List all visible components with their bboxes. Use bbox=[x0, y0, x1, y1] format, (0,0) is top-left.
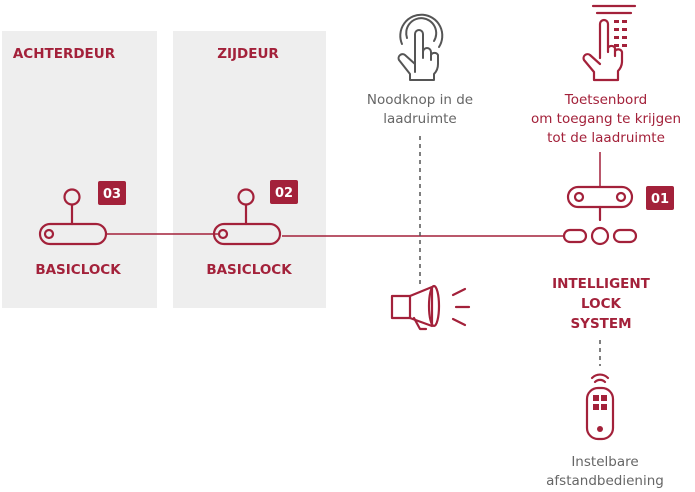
badge-03: 03 bbox=[98, 181, 126, 205]
lock1-label-line2: LOCK bbox=[581, 296, 622, 312]
remote-label-line2: afstandbediening bbox=[546, 473, 664, 489]
finger-press-icon bbox=[397, 13, 444, 81]
badge-03-label: 03 bbox=[103, 187, 121, 202]
keypad-label-line2: om toegang te krijgen bbox=[531, 111, 681, 127]
lock1-label-line3: SYSTEM bbox=[570, 316, 631, 332]
keypad-touch-icon bbox=[582, 4, 637, 82]
lock-icon bbox=[38, 188, 108, 246]
badge-01-label: 01 bbox=[651, 192, 669, 207]
keypad-label-line3: tot de laadruimte bbox=[547, 130, 665, 146]
keypad-label-line1: Toetsenbord bbox=[564, 92, 647, 108]
siren-horn-icon bbox=[390, 284, 471, 331]
lock-icon bbox=[212, 188, 282, 246]
back-door-title: ACHTERDEUR bbox=[13, 46, 116, 62]
lock3-label: BASICLOCK bbox=[35, 262, 121, 278]
intelligent-lock-icon bbox=[562, 185, 638, 246]
lock2-label: BASICLOCK bbox=[206, 262, 292, 278]
remote-label-line1: Instelbare bbox=[571, 454, 638, 470]
badge-02-label: 02 bbox=[275, 186, 293, 201]
remote-control-icon bbox=[585, 373, 615, 441]
lock1-label-line1: INTELLIGENT bbox=[552, 276, 651, 292]
back-door-panel bbox=[2, 31, 157, 308]
side-door-panel bbox=[173, 31, 326, 308]
emergency-button-label-line1: Noodknop in de bbox=[367, 92, 473, 108]
badge-02: 02 bbox=[270, 180, 298, 204]
emergency-button-label-line2: laadruimte bbox=[383, 111, 456, 127]
side-door-title: ZIJDEUR bbox=[217, 46, 279, 62]
badge-01: 01 bbox=[646, 186, 674, 210]
